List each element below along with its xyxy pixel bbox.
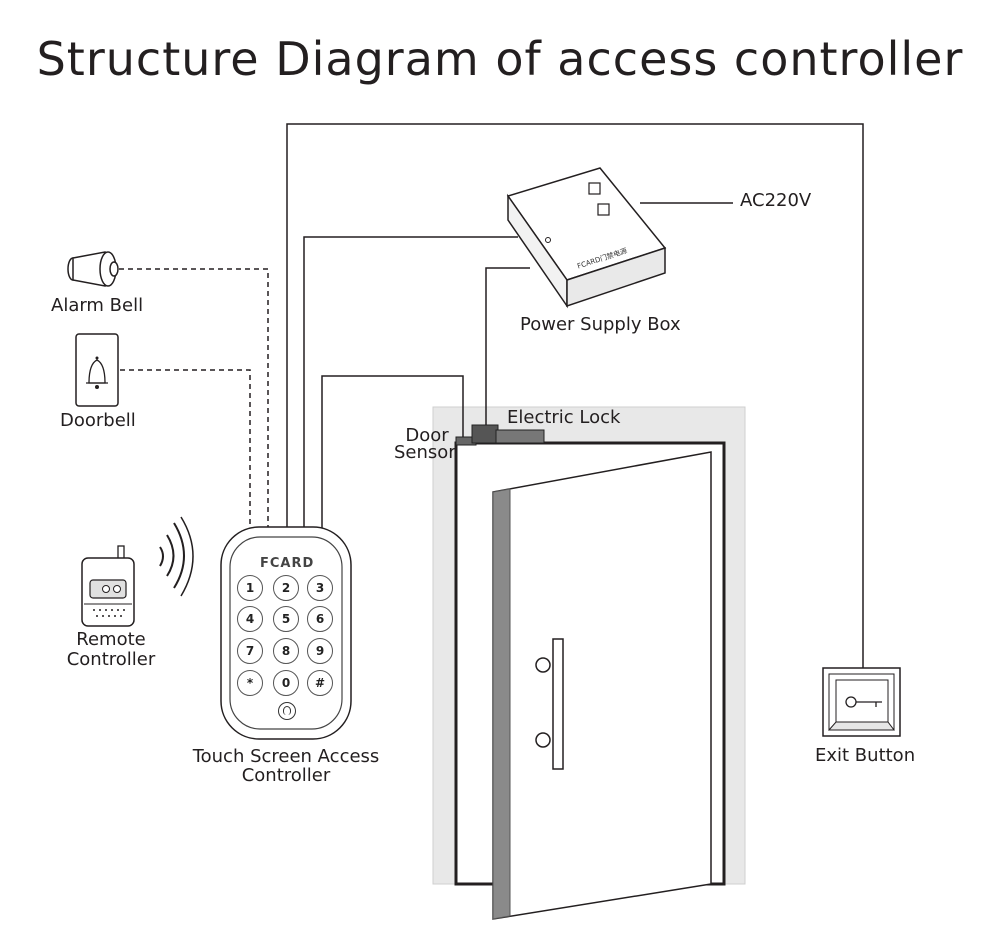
keypad-key[interactable]: 0	[273, 670, 299, 696]
remote-label-line1: Remote	[76, 629, 146, 650]
wire-doorbell	[120, 369, 251, 528]
keypad-key[interactable]: *	[237, 670, 263, 696]
keypad-key[interactable]: 7	[237, 638, 263, 664]
door-sensor-label-line2: Sensor	[394, 442, 456, 463]
doorbell-icon	[75, 333, 119, 407]
alarm-bell-label: Alarm Bell	[51, 295, 144, 316]
remote-label-line2: Controller	[66, 649, 156, 670]
door-edge	[492, 488, 511, 920]
remote-controller-icon	[81, 545, 135, 627]
keypad-key[interactable]: 4	[237, 606, 263, 632]
wire-electric-lock	[485, 267, 530, 425]
door-leaf	[492, 451, 712, 920]
power-supply-box-icon	[506, 167, 667, 309]
keypad-key[interactable]: 1	[237, 575, 263, 601]
keypad-brand: FCARD	[260, 556, 315, 571]
wireless-signal-icon	[159, 516, 194, 597]
keypad-key[interactable]: 2	[273, 575, 299, 601]
wire-door-sensor	[321, 375, 464, 528]
keypad-key[interactable]: 8	[273, 638, 299, 664]
wire-exit-button	[286, 123, 864, 668]
wire-alarm-bell	[119, 268, 269, 528]
electric-lock-label: Electric Lock	[507, 407, 621, 428]
exit-button-icon	[822, 667, 901, 737]
keypad-key[interactable]: 5	[273, 606, 299, 632]
wire-power-supply	[303, 236, 518, 528]
doorbell-label: Doorbell	[60, 410, 136, 431]
keypad-key[interactable]: 3	[307, 575, 333, 601]
alarm-bell-icon	[67, 251, 119, 287]
electric-lock-icon	[471, 424, 545, 444]
controller-label-line2: Controller	[241, 765, 331, 786]
door-handle	[552, 638, 564, 770]
exit-button-label: Exit Button	[815, 745, 916, 766]
keypad-key[interactable]: 6	[307, 606, 333, 632]
handle-knob-top	[535, 657, 551, 673]
handle-knob-bottom	[535, 732, 551, 748]
controller-label-line1: Touch Screen Access	[192, 746, 380, 767]
power-supply-label: Power Supply Box	[520, 314, 681, 335]
wiring-lines	[286, 123, 864, 668]
ac-label: AC220V	[740, 190, 812, 211]
page-title: Structure Diagram of access controller	[36, 32, 964, 86]
keypad-key[interactable]: #	[307, 670, 333, 696]
dashed-wiring	[119, 268, 269, 528]
door-sensor-label-line1: Door	[405, 425, 449, 446]
fingerprint-icon	[278, 702, 296, 720]
keypad-key[interactable]: 9	[307, 638, 333, 664]
